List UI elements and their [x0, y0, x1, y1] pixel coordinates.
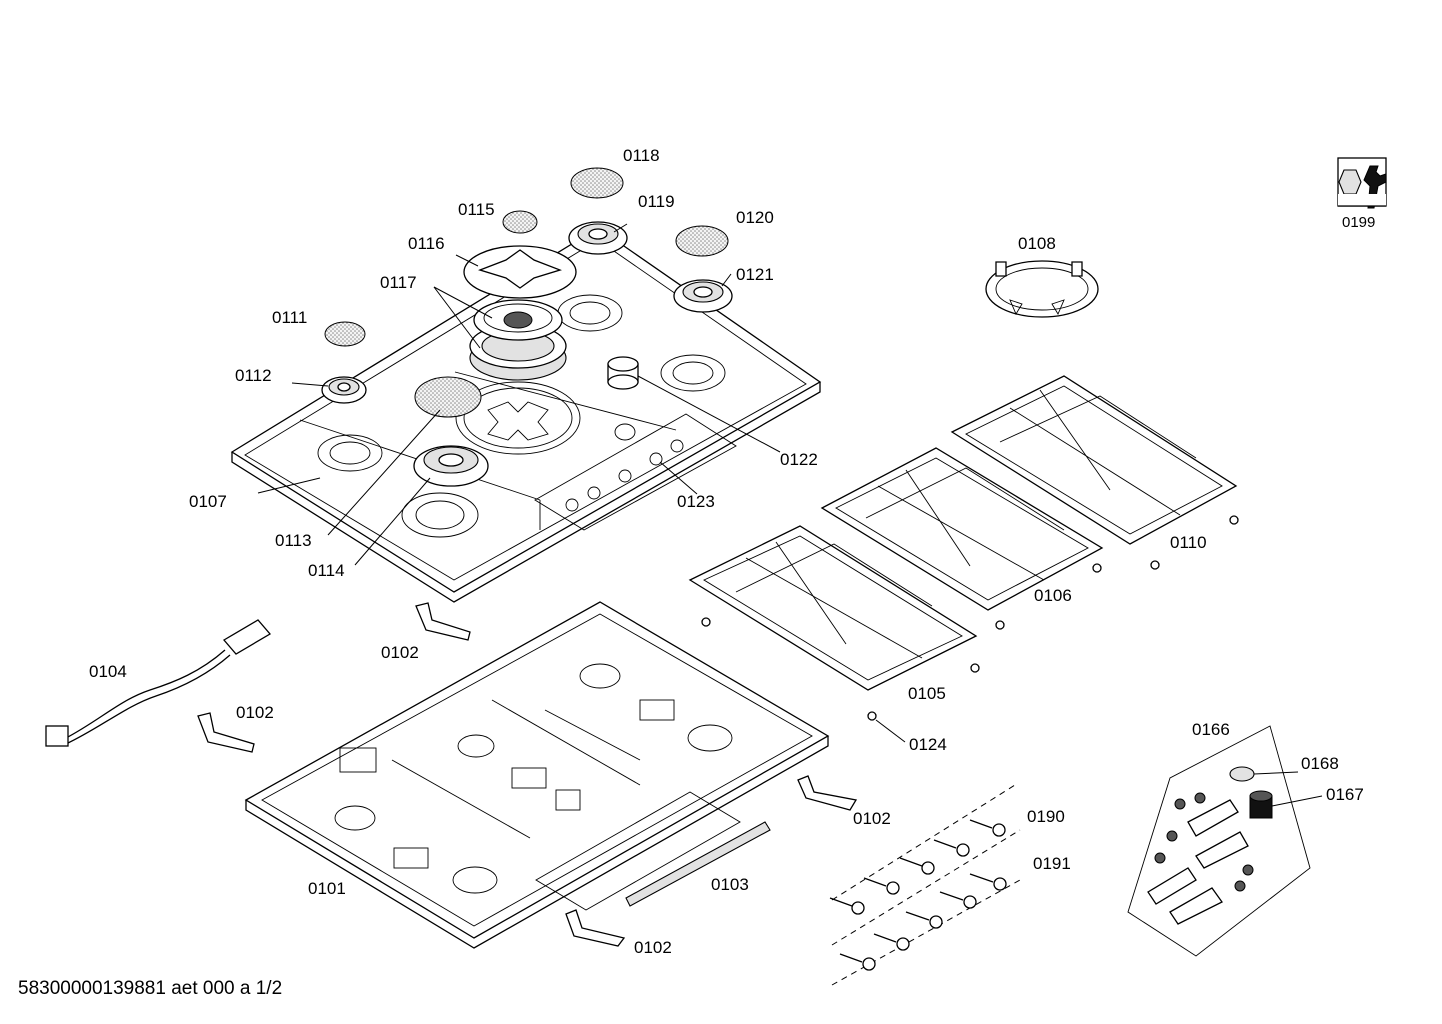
label-0118: 0118 [623, 146, 660, 165]
wok-ring [985, 260, 1099, 318]
burner-head-0119 [568, 221, 628, 255]
mounting-clip-top [415, 602, 471, 641]
base-tray [244, 601, 830, 949]
label-0110: 0110 [1170, 533, 1207, 552]
mains-cable [45, 619, 271, 747]
burner-head-0121 [673, 279, 733, 313]
label-0104: 0104 [89, 662, 127, 681]
control-knob [607, 356, 639, 390]
label-0113: 0113 [275, 531, 312, 550]
document-number: 58300000139881 aet 000 a 1/2 [18, 978, 283, 999]
mounting-clip-left [197, 712, 255, 753]
label-0119: 0119 [638, 192, 675, 211]
label-0114: 0114 [308, 561, 345, 580]
pan-support-0106 [820, 447, 1104, 611]
pan-support-0110 [950, 375, 1238, 545]
screws-set [829, 784, 1021, 986]
label-0101: 0101 [308, 879, 346, 898]
burner-head-0112 [321, 376, 367, 404]
label-0199: 0199 [1342, 214, 1375, 231]
mounting-clip-bottom [565, 909, 626, 947]
label-0107: 0107 [189, 492, 227, 511]
label-0106: 0106 [1034, 586, 1072, 605]
label-0102-right: 0102 [853, 809, 891, 828]
label-0111: 0111 [272, 308, 307, 327]
label-0168: 0168 [1301, 754, 1339, 773]
burner-head-0114 [413, 445, 489, 487]
label-0167: 0167 [1326, 785, 1364, 804]
label-0190: 0190 [1027, 807, 1065, 826]
label-0102-bottom: 0102 [634, 938, 672, 957]
burner-cap-0120 [675, 225, 729, 257]
burner-cap-0113 [414, 376, 482, 418]
label-0112: 0112 [235, 366, 272, 385]
label-0102-top: 0102 [381, 643, 419, 662]
label-0115: 0115 [458, 200, 495, 219]
label-0103: 0103 [711, 875, 749, 894]
burner-cap-0118 [570, 167, 624, 199]
conversion-kit [1127, 725, 1311, 957]
wok-burner-assembly [463, 210, 577, 381]
label-0105: 0105 [908, 684, 946, 703]
rubber-feet [701, 515, 1239, 721]
part-labels: 0118 0115 0119 0116 0120 0117 0121 0111 … [89, 146, 1375, 957]
pan-support-0105 [688, 525, 978, 691]
label-0124: 0124 [909, 735, 947, 754]
burner-cap-0111 [324, 321, 366, 347]
label-0120: 0120 [736, 208, 774, 227]
label-0116: 0116 [408, 234, 445, 253]
label-0108: 0108 [1018, 234, 1056, 253]
label-0121: 0121 [736, 265, 774, 284]
label-0102-left: 0102 [236, 703, 274, 722]
sealing-strip [625, 821, 771, 907]
label-0191: 0191 [1033, 854, 1071, 873]
label-0123: 0123 [677, 492, 715, 511]
label-0166: 0166 [1192, 720, 1230, 739]
leader-lines [257, 223, 1323, 807]
label-0122: 0122 [780, 450, 818, 469]
label-0117: 0117 [380, 273, 417, 292]
mounting-clip-right [797, 775, 858, 811]
tool-wrench-icon [1337, 157, 1387, 209]
